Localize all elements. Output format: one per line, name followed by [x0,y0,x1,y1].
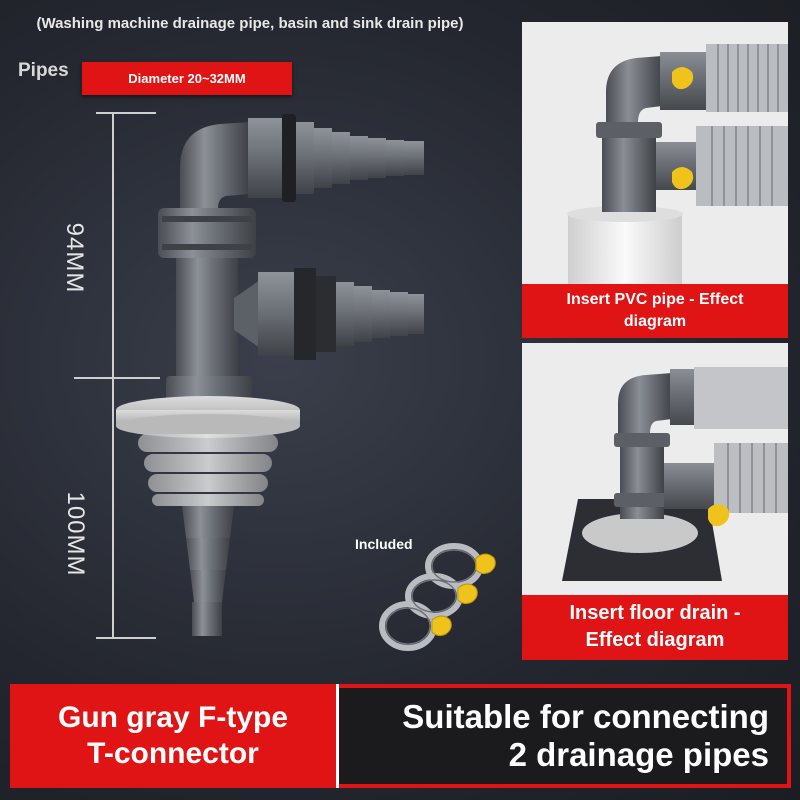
dimension-label-100mm: 100MM [62,491,89,577]
effect-panel-pvc-caption: Insert PVC pipe - Effect diagram [522,284,788,338]
effect-panel-pvc: Insert PVC pipe - Effect diagram [522,22,788,338]
effect-panel-floor-drain-caption-line2: Effect diagram [585,629,725,651]
diameter-tag: Diameter 20~32MM [82,62,292,95]
effect-panel-floor-drain-caption: Insert floor drain - Effect diagram [522,595,788,660]
floor-drain-effect-illustration [522,343,788,595]
hose-clamps-illustration [379,543,496,651]
effect-panel-pvc-caption-line2: diagram [623,313,687,330]
included-label: Included [355,536,413,552]
bottom-banner: Gun gray F-type T-connector Suitable for… [10,684,791,788]
usage-block: Suitable for connecting 2 drainage pipes [339,688,787,784]
product-name-line2: T-connector [87,737,259,770]
usage-line1: Suitable for connecting [402,698,769,735]
dimension-line-vertical [112,112,114,638]
effect-panel-floor-drain: Insert floor drain - Effect diagram [522,343,788,660]
pvc-pipe-effect-illustration [522,22,788,284]
pipes-label: Pipes [18,60,69,81]
t-connector-illustration [116,114,424,636]
effect-panel-floor-drain-caption-line1: Insert floor drain - [569,602,741,624]
dimension-label-94mm: 94MM [61,222,88,294]
effect-panel-pvc-caption-line1: Insert PVC pipe - Effect [566,291,744,308]
dimension-tick-top [96,112,156,114]
dimension-tick-bottom [96,637,156,639]
product-name-block: Gun gray F-type T-connector [10,684,336,788]
top-caption: (Washing machine drainage pipe, basin an… [36,15,464,32]
dimension-tick-middle [74,377,160,379]
product-name-line1: Gun gray F-type [57,701,289,734]
usage-line2: 2 drainage pipes [508,736,769,773]
banner-divider [336,684,339,788]
